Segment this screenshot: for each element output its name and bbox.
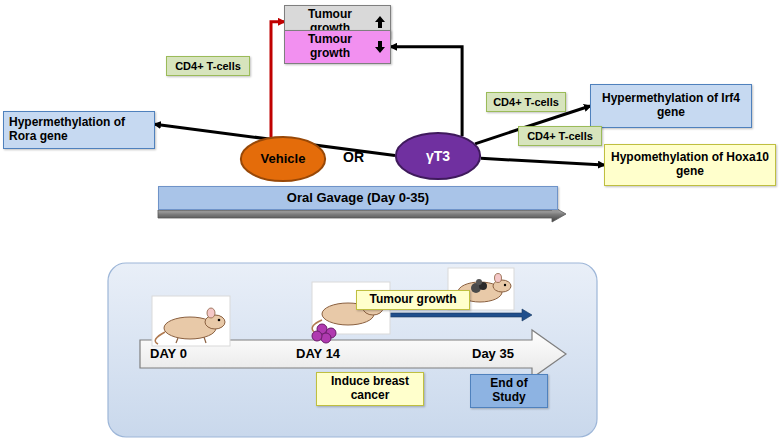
node-text: CD4+ T-cells	[493, 96, 559, 109]
cell-tag: CD4+ T-cells	[166, 56, 250, 76]
ellipse-shape	[396, 133, 480, 179]
or-label: OR	[343, 149, 364, 165]
node-text: End of Study	[476, 377, 542, 405]
outcome-box: Tumour growth	[284, 30, 391, 64]
connector-arrow	[391, 47, 462, 136]
node-text: CD4+ T-cells	[175, 60, 241, 73]
gene-box: Hypermethylation of Rora gene	[3, 111, 155, 149]
day-label: DAY 14	[296, 346, 340, 361]
node-text: Oral Gavage (Day 0-35)	[287, 191, 429, 206]
node-text: γT3	[426, 148, 450, 164]
trend-arrow	[375, 16, 385, 28]
trend-arrow	[375, 41, 385, 53]
day-label: Day 35	[472, 346, 514, 361]
event-box: End of Study	[470, 374, 548, 408]
node-text: Vehicle	[261, 152, 306, 167]
node-text: Tumour growth	[369, 293, 456, 307]
timeline-arrow	[140, 330, 566, 378]
mouse-figure	[152, 296, 230, 346]
connector-arrow	[271, 22, 284, 137]
node-text: Tumour growth	[290, 33, 370, 61]
gene-box: Hypermethylation of Irf4 gene	[590, 84, 752, 128]
node-text: CD4+ T-cells	[527, 130, 593, 143]
cell-tag: CD4+ T-cells	[518, 126, 602, 146]
node-text: Hypermethylation of Irf4 gene	[596, 92, 746, 120]
gavage-band: Oral Gavage (Day 0-35)	[158, 186, 558, 210]
treatment-ellipse: γT3	[395, 132, 481, 180]
node-text: Hypomethylation of Hoxa10 gene	[610, 151, 770, 179]
event-box: Induce breast cancer	[316, 372, 424, 406]
cell-tag: CD4+ T-cells	[486, 92, 566, 112]
gene-box: Hypomethylation of Hoxa10 gene	[604, 144, 776, 186]
day-label: DAY 0	[150, 346, 187, 361]
node-text: Hypermethylation of Rora gene	[9, 116, 149, 144]
study-panel	[108, 263, 597, 437]
ellipse-shape	[241, 137, 325, 181]
treatment-ellipse: Vehicle	[240, 136, 326, 182]
phase-box: Tumour growth	[356, 290, 470, 310]
connector-arrow	[481, 158, 604, 165]
node-text: Induce breast cancer	[322, 375, 418, 403]
